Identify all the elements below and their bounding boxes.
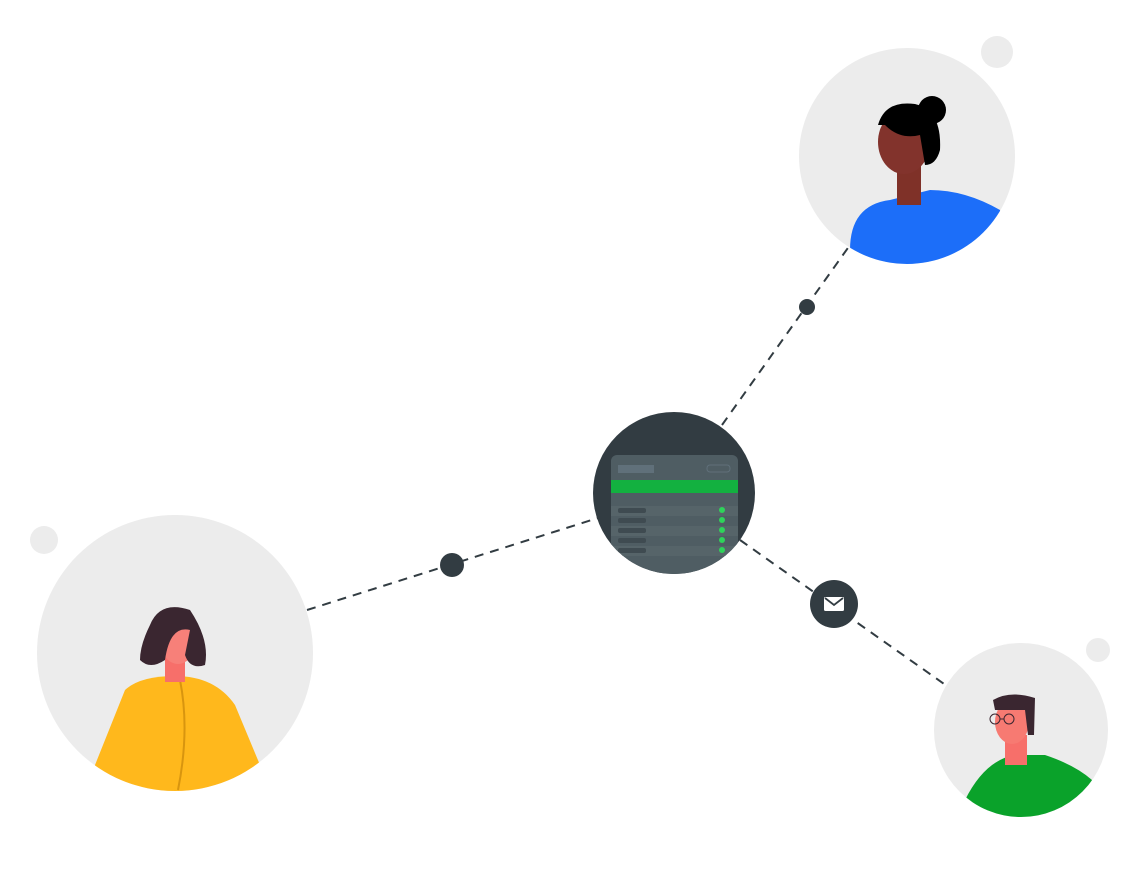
decor-dot bbox=[30, 526, 58, 554]
decor-dot bbox=[981, 36, 1013, 68]
connector-node-left bbox=[440, 553, 464, 577]
decor-dot bbox=[1086, 638, 1110, 662]
avatar-left bbox=[37, 515, 313, 791]
connector-top-right bbox=[721, 244, 851, 426]
connector-bottom-right bbox=[739, 539, 948, 687]
envelope-icon bbox=[824, 597, 844, 611]
connector-node-top bbox=[799, 299, 815, 315]
server-dashboard-icon bbox=[593, 412, 755, 574]
avatar-top-right bbox=[799, 48, 1015, 264]
avatar-bottom-right bbox=[934, 643, 1108, 817]
message-badge bbox=[810, 580, 858, 628]
